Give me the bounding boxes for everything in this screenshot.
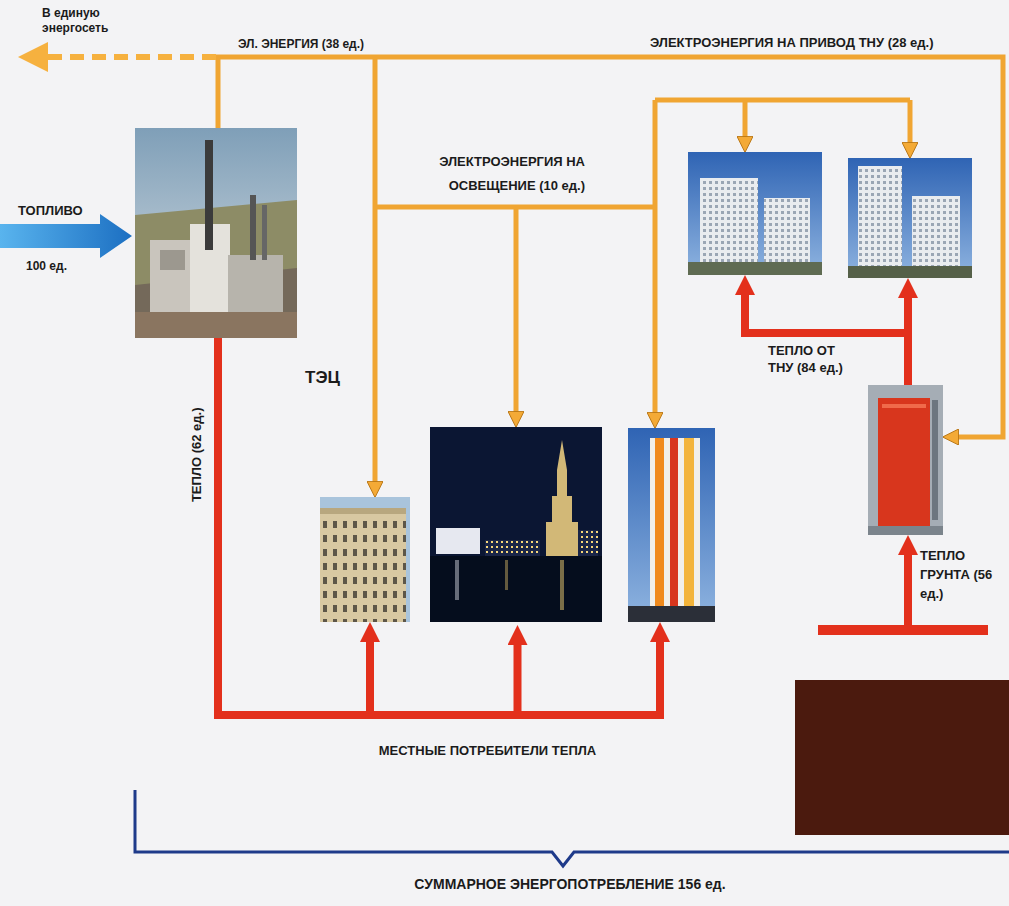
residential-photo bbox=[688, 262, 822, 275]
flow-label: ТЕПЛО (62 ед.) bbox=[188, 407, 204, 502]
residential-photo bbox=[848, 266, 972, 278]
night-city-photo bbox=[485, 540, 540, 556]
heat-pump-photo bbox=[882, 404, 926, 408]
tower-photo bbox=[650, 438, 700, 622]
chp-photo bbox=[135, 128, 297, 338]
historic-building-photo bbox=[320, 497, 410, 622]
chp-photo bbox=[135, 200, 297, 338]
tower-photo bbox=[628, 428, 715, 622]
electricity-line bbox=[653, 100, 658, 414]
night-city-photo bbox=[546, 440, 578, 556]
chp-photo bbox=[250, 195, 256, 260]
ground-manifold bbox=[818, 625, 988, 635]
chp-photo bbox=[205, 140, 213, 250]
residential-photo bbox=[700, 178, 758, 268]
heat-consumers-group: МЕСТНЫЕ ПОТРЕБИТЕЛИ ТЕПЛА bbox=[320, 425, 715, 625]
tower-photo bbox=[670, 438, 678, 622]
chp-photo bbox=[135, 128, 297, 338]
residential-photo bbox=[688, 152, 822, 275]
tower-photo bbox=[655, 438, 664, 622]
ground-probe bbox=[831, 630, 840, 705]
ground-probe bbox=[979, 630, 988, 705]
residential-photo bbox=[858, 166, 902, 270]
chp-photo bbox=[150, 240, 195, 312]
group-heading: МЕСТНЫЕ ПОТРЕБИТЕЛИ ТЕПЛА bbox=[290, 743, 685, 759]
grid-export-arrow bbox=[45, 54, 216, 60]
night-city-photo bbox=[436, 528, 480, 554]
night-city-photo bbox=[430, 427, 602, 622]
tower-photo bbox=[684, 438, 694, 622]
flow-label: ЭЛ. ЭНЕРГИЯ (38 ед.) bbox=[238, 37, 364, 51]
residential-photo bbox=[764, 198, 810, 268]
node-title: ТЭЦ bbox=[305, 368, 340, 388]
quantity-label: 100 ед. bbox=[26, 259, 67, 273]
chp-photo bbox=[135, 312, 297, 338]
total-label: СУММАРНОЕ ЭНЕРГОПОТРЕБЛЕНИЕ 156 ед. bbox=[370, 876, 770, 893]
flow-label: ЭЛЕКТРОЭНЕРГИЯ НА ОСВЕЩЕНИЕ (10 ед.) bbox=[420, 150, 585, 198]
ground-probe bbox=[904, 630, 913, 705]
chp-photo bbox=[160, 250, 185, 270]
electricity-line bbox=[743, 100, 748, 138]
heat-pump-photo bbox=[868, 526, 943, 535]
heat-pump-photo bbox=[868, 385, 943, 535]
grid-label: В единую энергосеть bbox=[42, 6, 130, 36]
night-city-photo bbox=[455, 560, 459, 600]
heat-line bbox=[904, 553, 912, 630]
heat-pump-photo bbox=[932, 400, 938, 520]
chp-photo bbox=[262, 205, 267, 260]
heat-line bbox=[516, 640, 660, 715]
ground-probe bbox=[835, 630, 983, 705]
electricity-line bbox=[655, 98, 910, 103]
electricity-line bbox=[373, 57, 378, 483]
ground-block bbox=[795, 680, 1009, 835]
input-label: ТОПЛИВО bbox=[18, 203, 83, 219]
chp-plant: ТЭЦ bbox=[135, 128, 297, 338]
ground-manifold bbox=[818, 625, 988, 635]
night-city-photo bbox=[430, 427, 602, 622]
night-city-photo bbox=[578, 530, 598, 556]
grid-export-arrow bbox=[45, 54, 216, 60]
night-city-photo bbox=[560, 560, 564, 610]
fuel-arrow bbox=[0, 214, 132, 258]
heat-flow-arrow bbox=[218, 338, 518, 715]
heat-pump-photo bbox=[868, 385, 943, 535]
flow-label: ЭЛЕКТРОЭНЕРГИЯ НА ПРИВОД ТНУ (28 ед.) bbox=[650, 35, 933, 51]
heat-line bbox=[366, 640, 374, 715]
flow-label: ТЕПЛО ГРУНТА (56 ед.) bbox=[920, 546, 994, 603]
night-city-photo bbox=[505, 560, 508, 590]
historic-building-photo bbox=[320, 512, 406, 622]
heat-pump-photo bbox=[878, 398, 930, 526]
electricity-line bbox=[514, 207, 519, 413]
heat-line bbox=[370, 293, 908, 715]
heat-line bbox=[904, 296, 912, 385]
ground-block bbox=[795, 680, 1009, 835]
tower-photo bbox=[628, 428, 715, 622]
electricity-line bbox=[908, 100, 913, 144]
night-city-photo bbox=[430, 556, 602, 622]
residential-photo bbox=[848, 158, 972, 278]
electricity-line bbox=[218, 57, 1003, 437]
residential-photo bbox=[912, 196, 960, 270]
residential-photo bbox=[848, 158, 972, 278]
residential-photo bbox=[688, 152, 822, 275]
historic-building-photo bbox=[320, 508, 406, 514]
flow-label: ТЕПЛО ОТ ТНУ (84 ед.) bbox=[768, 342, 860, 376]
total-bracket bbox=[135, 790, 1009, 866]
total-bracket bbox=[135, 790, 1009, 866]
fuel-arrow bbox=[0, 214, 132, 258]
electricity-line bbox=[218, 57, 1003, 483]
heat-line bbox=[745, 293, 908, 333]
tower-photo bbox=[628, 606, 715, 622]
chp-photo bbox=[228, 255, 283, 315]
historic-building-photo bbox=[320, 497, 410, 622]
